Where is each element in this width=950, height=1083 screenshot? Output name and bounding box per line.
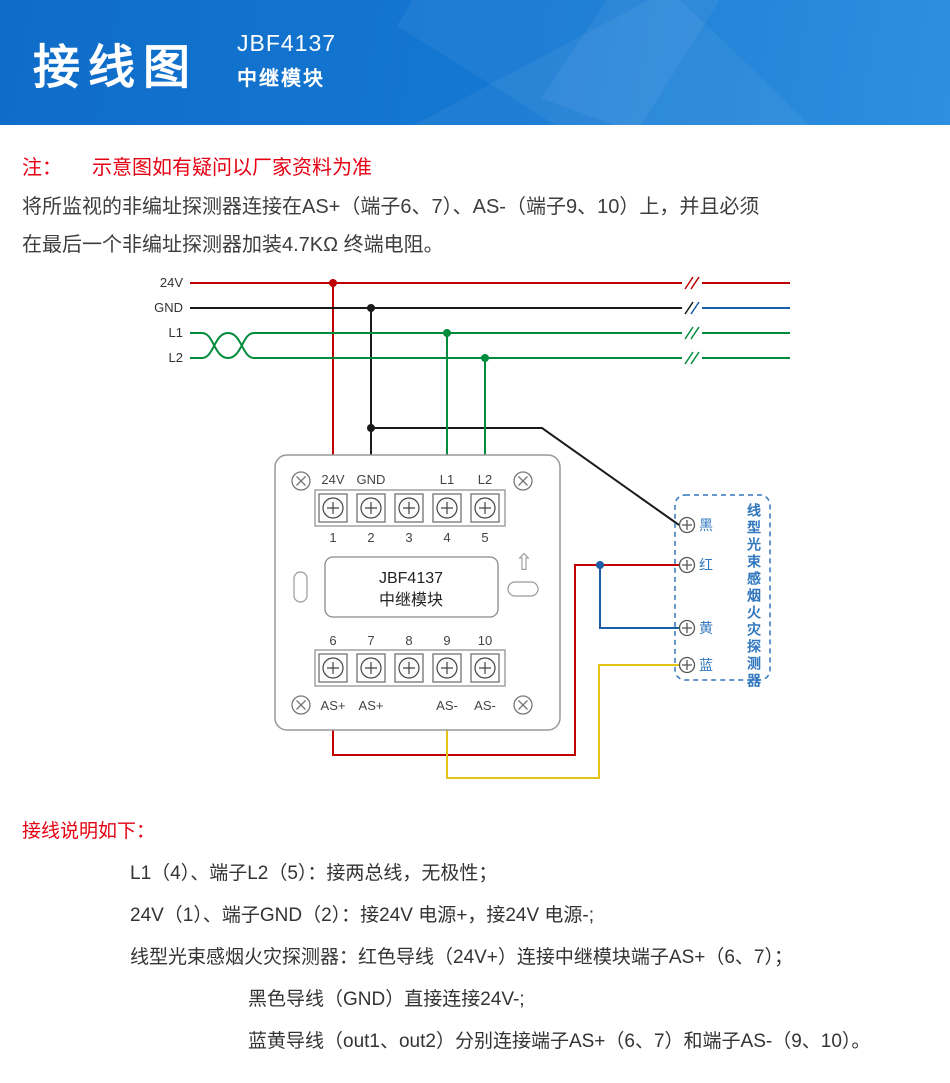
bus-break-mark (690, 301, 700, 315)
intro-line: 在最后一个非编址探测器加装4.7KΩ 终端电阻。 (22, 234, 444, 256)
terminal-strip (314, 649, 506, 687)
terminal-label: 24V (321, 472, 344, 487)
terminal-number: 10 (478, 633, 492, 648)
detector-terminal-label: 红 (699, 557, 713, 573)
relay-module: 24V GND L1 L2 (274, 454, 561, 731)
instruction-line: 线型光束感烟火灾探测器：红色导线（24V+）连接中继模块端子AS+（6、7）； (130, 947, 793, 968)
junction-dot (329, 279, 337, 287)
note-text: 示意图如有疑问以厂家资料为准 (92, 157, 372, 179)
wiring-diagram-svg: 24V GND L1 L2 (154, 275, 790, 779)
bus-break-mark (684, 276, 700, 290)
terminal-strip (314, 489, 506, 527)
up-arrow-icon: ⇧ (514, 549, 533, 575)
instruction-line: L1（4）、端子L2（5）：接两总线，无极性； (130, 863, 498, 884)
instruction-line: 黑色导线（GND）直接连接24V-; (248, 989, 525, 1010)
terminal-number: 5 (481, 530, 488, 545)
model-number: JBF4137 (237, 30, 337, 56)
junction-dot (596, 561, 604, 569)
terminal-number: 9 (443, 633, 450, 648)
detector-terminal-label: 黑 (699, 517, 713, 533)
page-title: 接线图 (33, 40, 198, 93)
wire-as--to-detector-yellow (446, 664, 679, 779)
top-terminals (318, 493, 500, 523)
model-name: 中继模块 (237, 68, 325, 90)
intro-line: 将所监视的非编址探测器连接在AS+（端子6、7）、AS-（端子9、10）上，并且… (22, 196, 760, 218)
junction-dot (367, 424, 375, 432)
terminal-number: 8 (405, 633, 412, 648)
wire-detector-blue-out (599, 565, 679, 629)
blue-wire-group (599, 301, 790, 629)
terminal-number: 2 (367, 530, 374, 545)
bus-break-mark (684, 301, 694, 315)
module-model: JBF4137 (379, 570, 443, 587)
junction-dot (367, 304, 375, 312)
detector-terminal-label: 黄 (699, 620, 713, 636)
terminal-label: L2 (478, 472, 492, 487)
terminal-label: L1 (440, 472, 454, 487)
model-block: JBF4137 中继模块 (237, 30, 336, 91)
bus-break-mark (684, 326, 700, 365)
bus-label-gnd: GND (154, 300, 183, 315)
module-label-plate (324, 556, 499, 618)
side-slot (507, 581, 539, 597)
yellow-wire-group (446, 664, 679, 779)
instruction-line: 24V（1）、端子GND（2）：接24V 电源+，接24V 电源-; (130, 905, 595, 926)
intro-paragraph: 将所监视的非编址探测器连接在AS+（端子6、7）、AS-（端子9、10）上，并且… (22, 188, 928, 264)
terminal-label: AS+ (359, 698, 384, 713)
terminal-number: 7 (367, 633, 374, 648)
detector-terminal-labels: 黑 红 黄 蓝 (699, 517, 713, 673)
side-slot (293, 571, 308, 603)
terminal-number: 3 (405, 530, 412, 545)
detector-name: 线型光束感烟火灾探测器 (746, 503, 762, 690)
terminal-label: AS+ (321, 698, 346, 713)
bus-l2-line (190, 331, 682, 359)
wire-gnd-to-detector-black (371, 427, 680, 526)
terminal-label: GND (357, 472, 386, 487)
module-name: 中继模块 (379, 591, 443, 609)
junction-dot (481, 354, 489, 362)
terminal-label: AS- (474, 698, 496, 713)
instructions-title: 接线说明如下： (22, 821, 156, 842)
bus-label-l2: L2 (169, 350, 183, 365)
bus-l1-line (190, 332, 682, 360)
note: 注： 示意图如有疑问以厂家资料为准 (22, 151, 928, 180)
terminal-number: 1 (329, 530, 336, 545)
main-content: 注： 示意图如有疑问以厂家资料为准 将所监视的非编址探测器连接在AS+（端子6、7… (0, 151, 950, 1083)
wiring-diagram: 24V GND L1 L2 (0, 270, 950, 802)
bus-label-l1: L1 (169, 325, 183, 340)
note-label: 注： (22, 157, 62, 179)
bottom-terminals (318, 653, 500, 683)
beam-detector: 黑 红 黄 蓝 (674, 494, 771, 681)
terminal-number: 4 (443, 530, 450, 545)
corner-screws (291, 471, 533, 715)
bus-label-24v: 24V (160, 275, 183, 290)
terminal-label: AS- (436, 698, 458, 713)
terminal-number: 6 (329, 633, 336, 648)
detector-terminal-label: 蓝 (699, 657, 713, 673)
detector-terminals (678, 516, 696, 674)
detector-outline (674, 494, 771, 681)
instructions-section: 接线说明如下： L1（4）、端子L2（5）：接两总线，无极性； 24V（1）、端… (0, 816, 950, 1083)
junction-dot (443, 329, 451, 337)
instruction-line: 蓝黄导线（out1、out2）分别连接端子AS+（6、7）和端子AS-（9、10… (248, 1031, 871, 1052)
page-header: 接线图 JBF4137 中继模块 (0, 0, 950, 125)
